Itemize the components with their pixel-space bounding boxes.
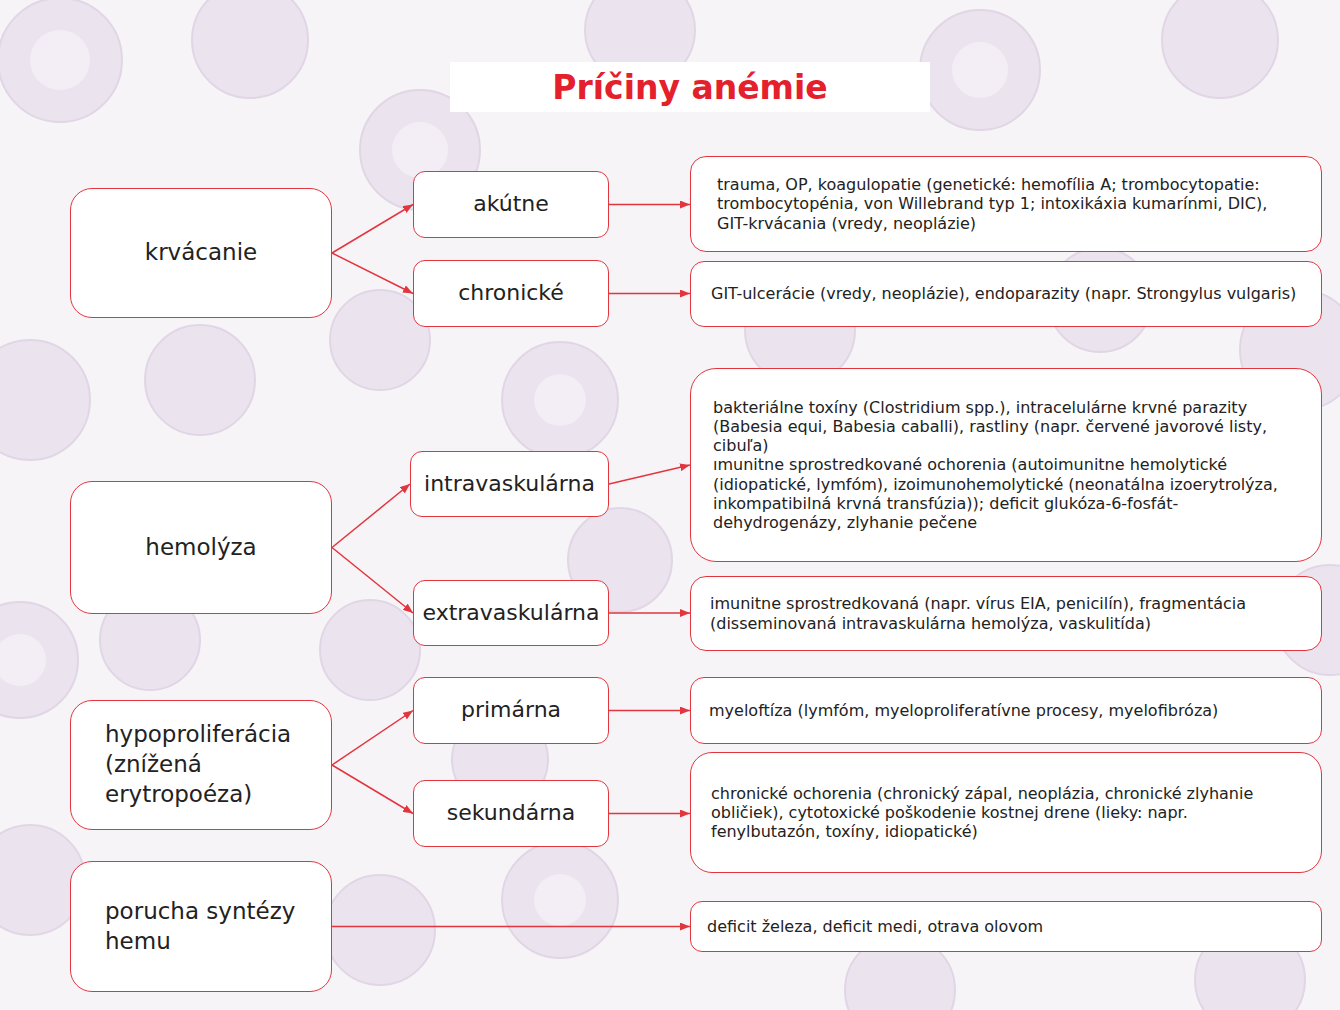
category-box: primárna [413,677,609,744]
cause-box: krvácanie [70,188,332,318]
detail-box: deficit železa, deficit medi, otrava olo… [690,901,1322,952]
diagram-title: Príčiny anémie [552,68,827,107]
node-label: krvácanie [85,238,317,268]
cause-list: deficit železa, deficit medi, otrava olo… [707,917,1305,936]
arrow-connector [332,711,413,766]
cause-list: trauma, OP, koagulopatie (genetické: hem… [717,175,1295,233]
arrow-connector [332,548,413,614]
arrow-connector [332,484,410,548]
detail-box: myeloftíza (lymfóm, myeloproliferatívne … [690,677,1322,744]
category-box: sekundárna [413,780,609,847]
arrow-connector [609,710,690,712]
cause-list: imunitne sprostredkovaná (napr. vírus EI… [710,594,1302,632]
category-box: extravaskulárna [413,580,609,646]
node-label: hemolýza [85,533,317,563]
arrow-connector [332,205,413,254]
arrow-connector [609,612,690,614]
arrow-connector [332,765,413,814]
arrow-connector [609,204,690,206]
category-box: intravaskulárna [410,451,609,517]
arrow-connector [609,293,690,295]
category-box: akútne [413,171,609,238]
cause-box: porucha syntézy hemu [70,861,332,992]
arrow-connector [332,926,690,928]
node-label: akútne [422,190,600,219]
cause-box: hypoproliferácia (znížená erytropoéza) [70,700,332,830]
cause-list: chronické ochorenia (chronický zápal, ne… [711,784,1301,842]
cause-list: GIT-ulcerácie (vredy, neoplázie), endopa… [711,284,1301,303]
title-band: Príčiny anémie [450,62,930,112]
node-label: intravaskulárna [417,470,602,499]
detail-box: chronické ochorenia (chronický zápal, ne… [690,752,1322,873]
arrow-connector [609,813,690,815]
detail-box: trauma, OP, koagulopatie (genetické: hem… [690,156,1322,252]
category-box: chronické [413,260,609,327]
node-label: extravaskulárna [418,599,604,628]
node-label: primárna [422,696,600,725]
detail-box: bakteriálne toxíny (Clostridium spp.), i… [690,368,1322,562]
cause-box: hemolýza [70,481,332,614]
cause-list: myeloftíza (lymfóm, myeloproliferatívne … [709,701,1303,720]
node-label: chronické [422,279,600,308]
detail-box: GIT-ulcerácie (vredy, neoplázie), endopa… [690,261,1322,327]
detail-box: imunitne sprostredkovaná (napr. vírus EI… [690,576,1322,651]
node-label: porucha syntézy hemu [105,897,297,957]
node-label: sekundárna [422,799,600,828]
arrow-connector [332,253,413,294]
node-label: hypoproliferácia (znížená erytropoéza) [105,720,297,810]
cause-list: ımunitne sprostredkované ochorenia (auto… [713,455,1299,532]
arrow-connector [609,465,690,484]
cause-list: bakteriálne toxíny (Clostridium spp.), i… [713,398,1299,456]
